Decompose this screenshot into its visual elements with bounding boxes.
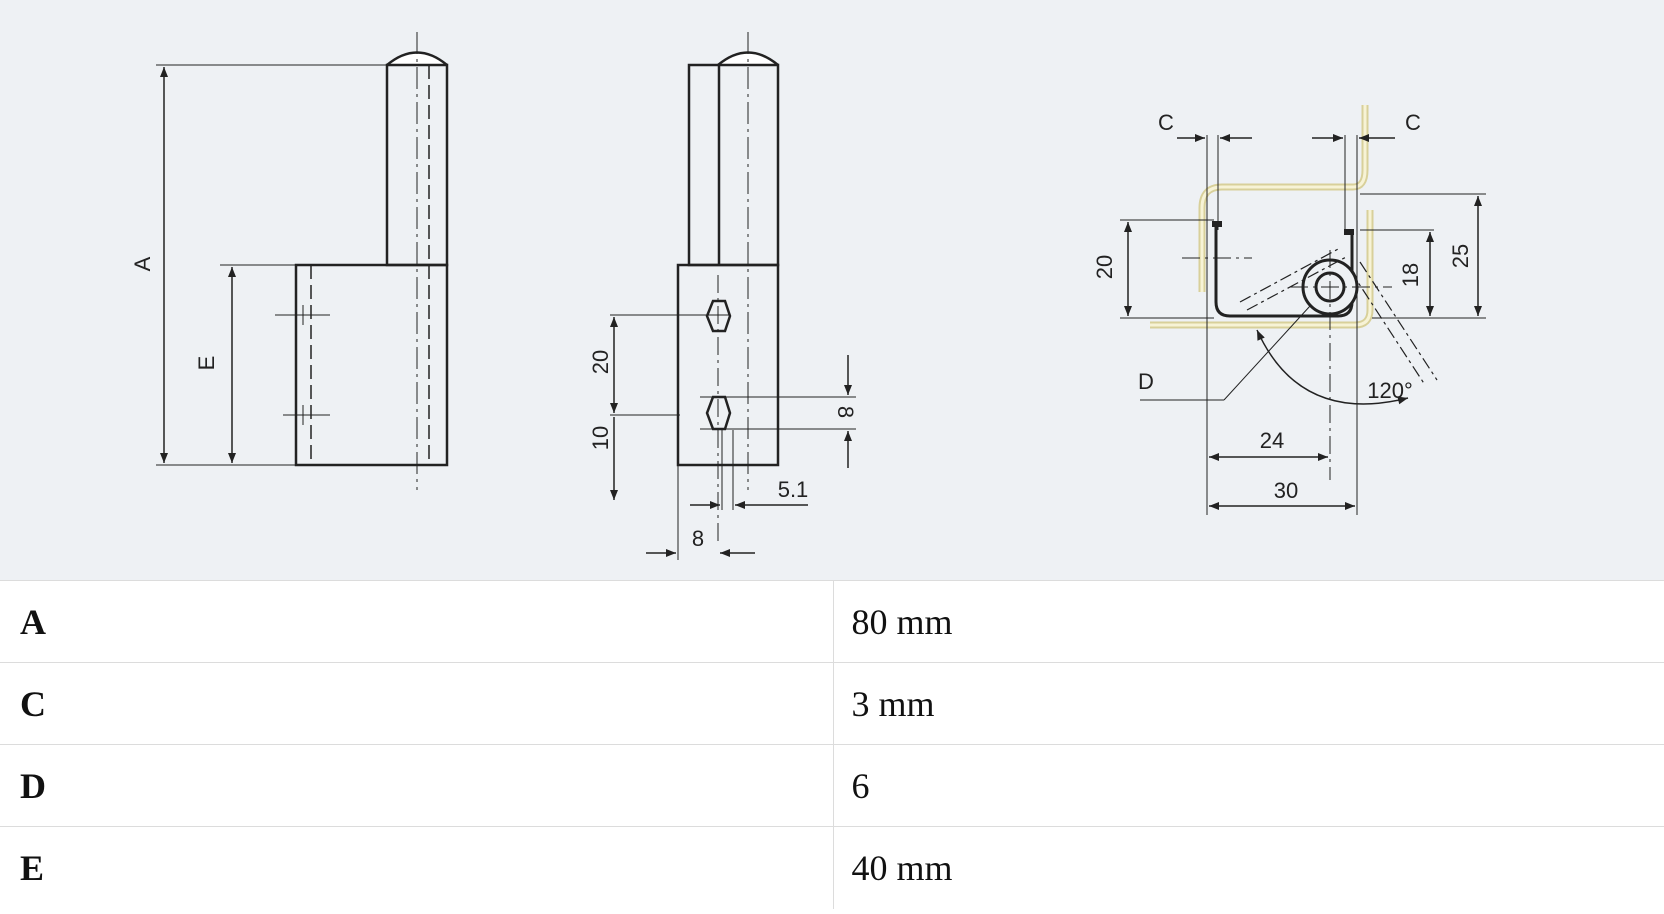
- param-cell: D: [0, 744, 834, 827]
- label-dim-8-front: 8: [833, 406, 858, 418]
- param-cell: E: [0, 826, 834, 909]
- param-cell: C: [0, 662, 834, 745]
- label-C-left: C: [1158, 110, 1174, 135]
- technical-drawing: A E 20 10 8 5.1 8: [0, 0, 1664, 580]
- table-row: D 6: [0, 744, 1664, 827]
- label-dim-10-front: 10: [588, 426, 613, 450]
- side-view: [156, 32, 449, 490]
- param-cell: A: [0, 580, 834, 663]
- value-cell: 80 mm: [833, 580, 1664, 663]
- value-cell: 40 mm: [833, 826, 1664, 909]
- value-cell: 3 mm: [833, 662, 1664, 745]
- label-dim-30: 30: [1274, 478, 1298, 503]
- label-dim-24: 24: [1260, 428, 1284, 453]
- label-dim-8-bottom: 8: [692, 526, 704, 551]
- label-dim-5-1: 5.1: [778, 477, 809, 502]
- front-view: [610, 32, 856, 560]
- label-A: A: [130, 256, 155, 271]
- label-dim-18: 18: [1398, 263, 1423, 287]
- label-dim-25: 25: [1448, 244, 1473, 268]
- table-row: C 3 mm: [0, 662, 1664, 745]
- label-D: D: [1138, 369, 1154, 394]
- spec-table: A 80 mm C 3 mm D 6 E 40 mm: [0, 580, 1664, 909]
- top-view: [1120, 105, 1486, 515]
- hinge-drawing-svg: A E 20 10 8 5.1 8: [130, 32, 1486, 560]
- value-cell: 6: [833, 744, 1664, 827]
- label-dim-20-top: 20: [1092, 255, 1117, 279]
- label-C-right: C: [1405, 110, 1421, 135]
- table-row: A 80 mm: [0, 580, 1664, 663]
- label-angle-120: 120°: [1367, 378, 1413, 403]
- label-dim-20-front: 20: [588, 350, 613, 374]
- table-row: E 40 mm: [0, 826, 1664, 909]
- label-E: E: [194, 356, 219, 371]
